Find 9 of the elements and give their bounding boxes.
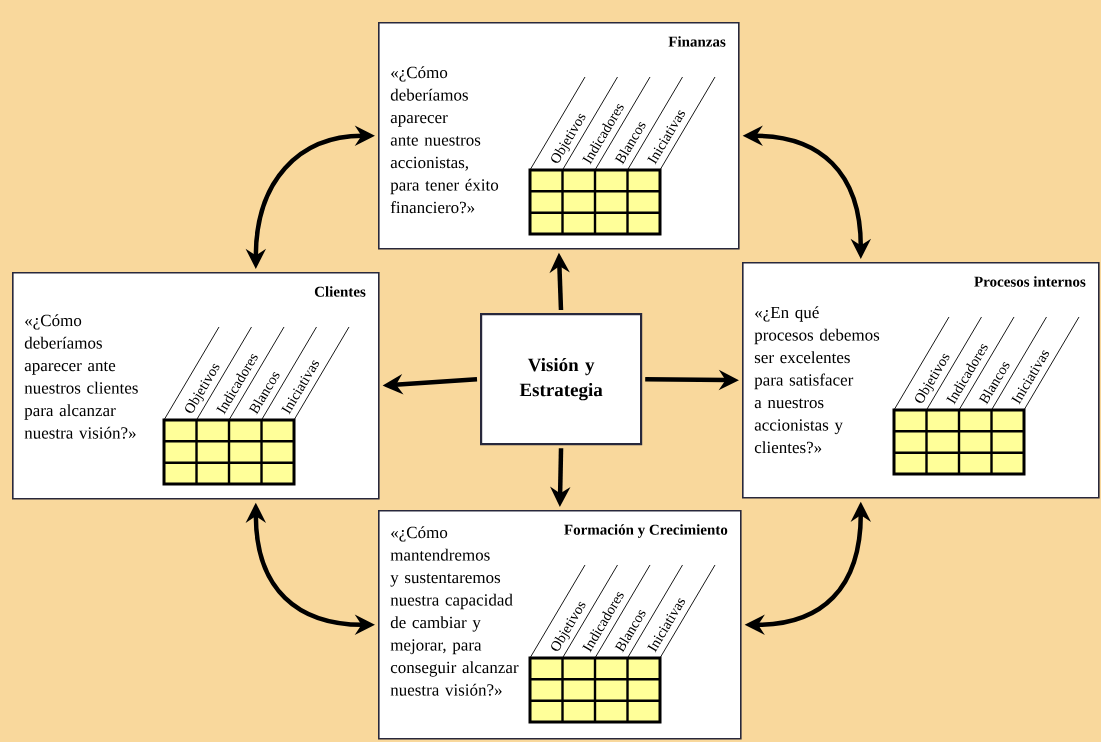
box-heading: Clientes xyxy=(314,286,366,297)
question-text: «¿Cómo mantendremos y sustentaremos nuestra capacidad de cambiar y mejorar, para conseguir alcanzar nuestra visión?» xyxy=(390,526,519,696)
box-heading: Procesos internos xyxy=(974,276,1086,287)
question-text: «¿Cómo deberíamos aparecer ante nuestros clientes para alcanzar nuestra visión?» xyxy=(24,314,138,439)
question-text: «¿En qué procesos debemos ser excelentes para satisfacer a nuestros accionistas y clientes?» xyxy=(754,306,880,454)
center-box: Visión y Estrategia xyxy=(480,313,643,446)
box-heading: Formación y Crecimiento xyxy=(564,524,728,538)
question-text: «¿Cómo deberíamos aparecer ante nuestros accionistas, para tener éxito financiero?» xyxy=(390,66,499,214)
box-heading: Finanzas xyxy=(668,36,726,47)
